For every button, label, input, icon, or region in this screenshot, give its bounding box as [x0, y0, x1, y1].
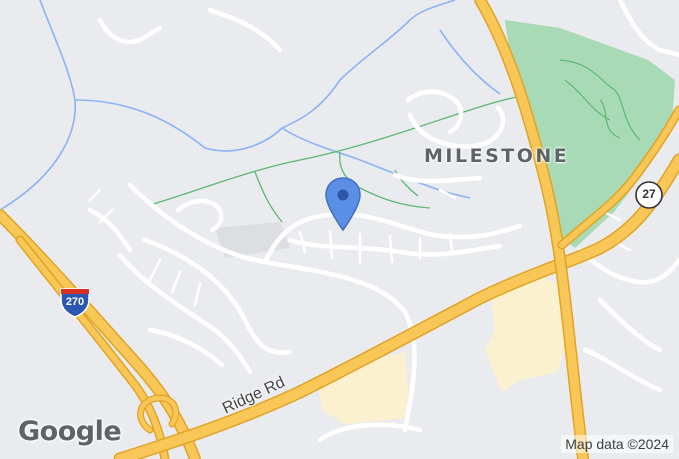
- location-pin-icon[interactable]: [324, 176, 362, 232]
- interstate-number: 270: [65, 296, 85, 308]
- map-attribution[interactable]: Map data ©2024: [561, 435, 673, 453]
- state-route-number: 27: [642, 187, 656, 201]
- trails: [149, 95, 523, 223]
- commercial-area: [485, 276, 567, 392]
- streams: [0, 0, 501, 211]
- google-logo[interactable]: Google: [18, 416, 122, 447]
- interstate-shield-icon: 270: [58, 286, 92, 318]
- neighborhood-label: MILESTONE: [424, 145, 570, 167]
- local-roads: [87, 0, 679, 443]
- cul-de-sacs: [88, 148, 632, 307]
- park-paths: [559, 59, 641, 141]
- state-route-shield-icon: 27: [634, 180, 664, 210]
